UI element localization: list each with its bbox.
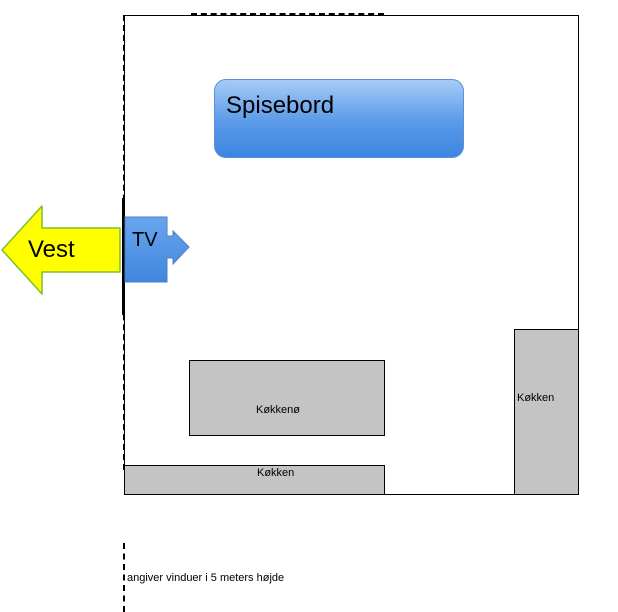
kitchen-counter-right-label: Køkken <box>517 392 555 404</box>
tv-label: TV <box>132 229 158 251</box>
legend-window-symbol <box>123 543 125 612</box>
legend-text: angiver vinduer i 5 meters højde <box>127 572 285 584</box>
kitchen-island-label: Køkkenø <box>256 404 301 416</box>
west-label: Vest <box>28 236 75 263</box>
left-arrow-icon <box>1 205 121 295</box>
kitchen-counter-right <box>514 329 579 495</box>
kitchen-island <box>189 360 385 436</box>
dining-table <box>214 79 464 158</box>
kitchen-counter-bottom-label: Køkken <box>257 467 295 479</box>
tv-wall <box>122 198 125 315</box>
right-arrow-icon <box>124 216 190 283</box>
window-top <box>191 13 384 15</box>
kitchen-counter-bottom <box>124 465 385 495</box>
dining-table-label: Spisebord <box>226 92 335 119</box>
